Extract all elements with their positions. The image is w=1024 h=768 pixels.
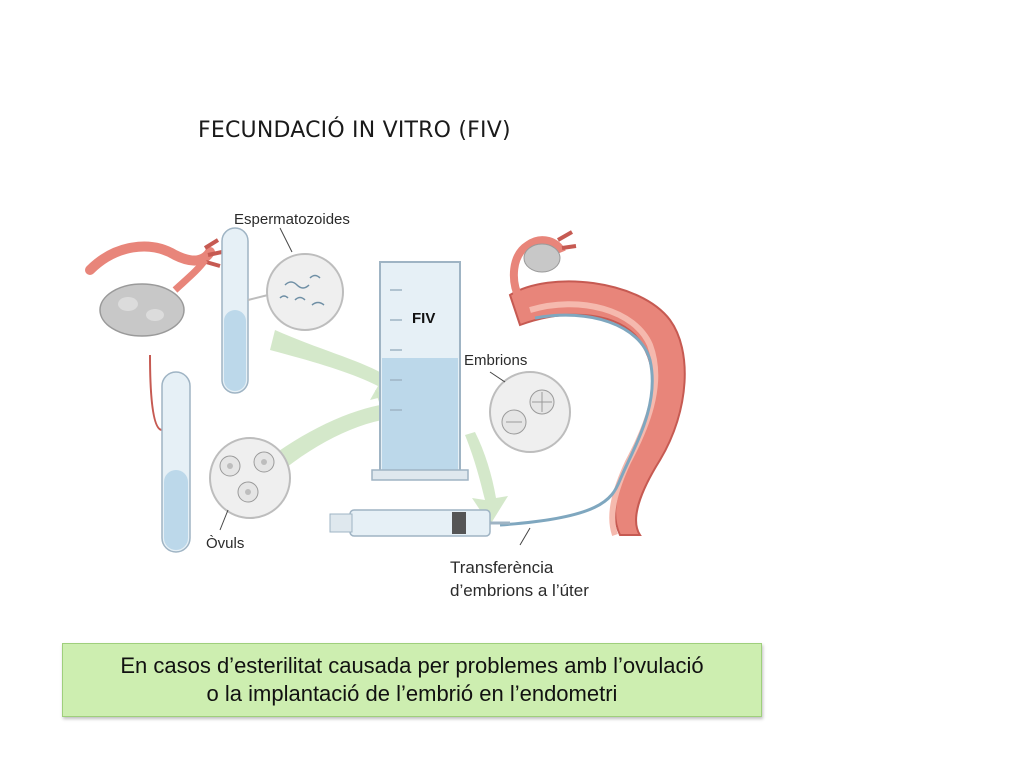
note-line-1: En casos d’esterilitat causada per probl…	[120, 653, 704, 678]
transfer-label-line1: Transferència	[450, 558, 554, 577]
transfer-label-line2: d’embrions a l’úter	[450, 581, 589, 600]
eggs-magnifier	[209, 437, 291, 519]
note-box: En casos d’esterilitat causada per probl…	[62, 643, 762, 717]
left-fallopian-tube	[85, 241, 215, 275]
flow-arrow-beaker-to-embryos	[465, 432, 508, 525]
flow-arrow-sperm-to-beaker	[270, 330, 410, 400]
eggs-label: Òvuls	[206, 535, 244, 552]
note-line-2: o la implantació de l’embrió en l’endome…	[206, 681, 618, 706]
left-ovary	[99, 283, 185, 337]
beaker-label: FIV	[412, 310, 435, 327]
transfer-catheter	[499, 313, 654, 527]
embryos-label: Embrions	[464, 352, 527, 369]
embryos-magnifier	[489, 371, 571, 453]
sperm-magnifier	[266, 253, 344, 331]
right-ovary	[523, 243, 561, 273]
sperm-label: Espermatozoides	[234, 211, 350, 228]
transfer-syringe	[349, 509, 491, 537]
slide-title: FECUNDACIÓ IN VITRO (FIV)	[198, 118, 511, 143]
ivf-illustration: Espermatozoides FIV Embrions Òvuls Trans…	[85, 211, 686, 600]
ivf-diagram: Espermatozoides FIV Embrions Òvuls Trans…	[80, 200, 720, 610]
right-fallopian-tube	[509, 236, 566, 302]
